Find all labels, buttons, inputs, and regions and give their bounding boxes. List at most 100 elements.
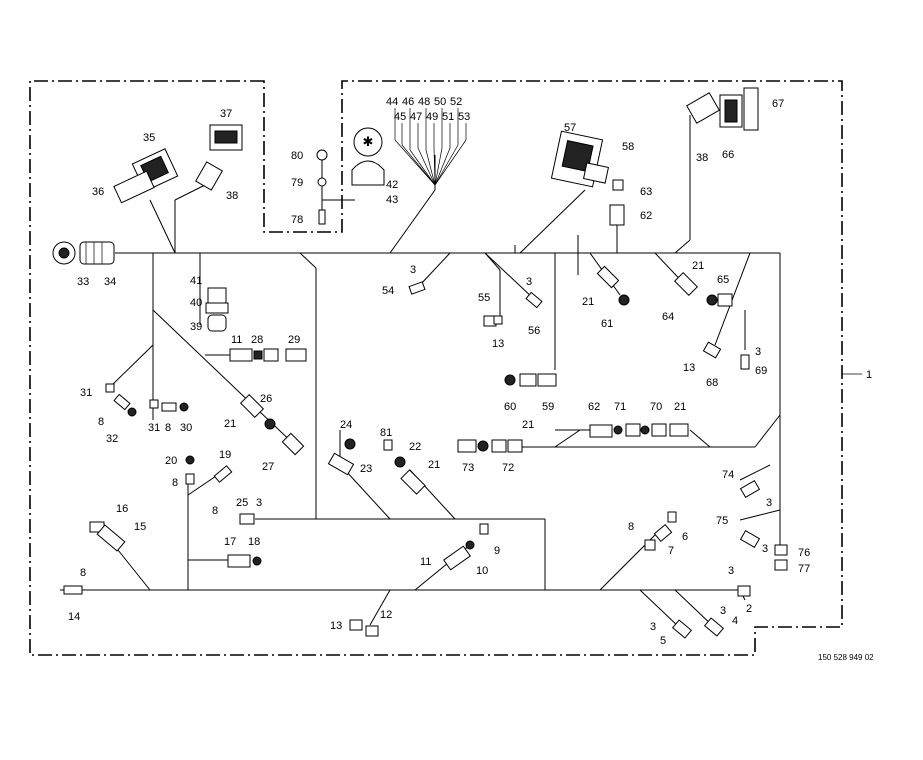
callout-3-e: 3 xyxy=(728,565,734,577)
connector-29 xyxy=(285,348,307,362)
callout-3-c: 3 xyxy=(755,346,761,358)
connector-17 xyxy=(227,554,251,568)
callout-21-b: 21 xyxy=(692,260,704,272)
connector-2 xyxy=(737,585,751,597)
connector-81 xyxy=(383,439,393,451)
callout-9: 9 xyxy=(494,545,500,557)
callout-41: 41 xyxy=(190,275,202,287)
callout-11-b: 11 xyxy=(420,556,431,568)
callout-32: 32 xyxy=(106,433,118,445)
callout-62-top: 62 xyxy=(640,210,652,222)
callout-13-a: 13 xyxy=(492,338,504,350)
washer-80 xyxy=(316,149,328,161)
drawing-number: 150 528 949 02 xyxy=(818,653,874,662)
connector-21-a xyxy=(596,265,620,289)
seal-20 xyxy=(185,455,195,465)
callout-5: 5 xyxy=(660,635,666,647)
connector-65-body xyxy=(717,293,733,307)
callout-leaders xyxy=(394,108,467,150)
callout-31-b: 31 xyxy=(148,422,160,434)
callout-15: 15 xyxy=(134,521,146,533)
connector-76 xyxy=(774,544,788,556)
symbol-42 xyxy=(353,127,383,157)
callout-44: 44 xyxy=(386,96,398,108)
connector-73 xyxy=(457,439,477,453)
callout-48: 48 xyxy=(418,96,430,108)
callout-79: 79 xyxy=(291,177,303,189)
callout-64: 64 xyxy=(662,311,674,323)
connector-7 xyxy=(653,523,673,543)
connector-9 xyxy=(479,523,489,535)
callout-24: 24 xyxy=(340,419,352,431)
connector-71 xyxy=(625,423,641,437)
seal-61 xyxy=(618,294,630,306)
callout-74: 74 xyxy=(722,469,734,481)
connector-21-b xyxy=(507,439,523,453)
connector-28 xyxy=(263,348,279,362)
callout-72: 72 xyxy=(502,462,514,474)
seal-18 xyxy=(252,556,262,566)
callout-36: 36 xyxy=(92,186,104,198)
seal-24 xyxy=(344,438,356,450)
connector-19 xyxy=(213,465,233,483)
callout-8-d: 8 xyxy=(212,505,218,517)
callout-70: 70 xyxy=(650,401,662,413)
callout-18: 18 xyxy=(248,536,260,548)
callout-57: 57 xyxy=(564,122,576,134)
connector-11-top xyxy=(229,348,253,362)
connector-25 xyxy=(239,513,255,525)
callout-33: 33 xyxy=(77,276,89,288)
callout-26: 26 xyxy=(260,393,272,405)
callout-67: 67 xyxy=(772,98,784,110)
seal-60 xyxy=(504,374,516,386)
callout-51: 51 xyxy=(442,111,454,123)
connector-14 xyxy=(63,585,83,595)
connector-21-row xyxy=(669,423,689,437)
callout-55: 55 xyxy=(478,292,490,304)
callout-43: 43 xyxy=(386,194,398,206)
connector-54 xyxy=(408,281,426,295)
callout-54: 54 xyxy=(382,285,394,297)
connector-70 xyxy=(651,423,667,437)
connector-5 xyxy=(671,619,693,639)
callout-69: 69 xyxy=(755,365,767,377)
terminal-fanout xyxy=(394,139,467,186)
callout-3-f: 3 xyxy=(720,605,726,617)
callout-8-b: 8 xyxy=(165,422,171,434)
callout-25: 25 xyxy=(236,497,248,509)
connector-69 xyxy=(740,354,750,370)
connector-59 xyxy=(537,373,557,387)
connector-75 xyxy=(739,529,761,549)
connector-13-low xyxy=(349,619,363,631)
callout-52: 52 xyxy=(450,96,462,108)
callout-38-right: 38 xyxy=(696,152,708,164)
callout-17: 17 xyxy=(224,536,236,548)
callout-20: 20 xyxy=(165,455,177,467)
connector-8-left xyxy=(113,393,131,411)
callout-6: 6 xyxy=(682,531,688,543)
connector-31-left xyxy=(105,383,115,393)
connector-62-row xyxy=(589,424,613,438)
callout-77: 77 xyxy=(798,563,810,575)
callout-22: 22 xyxy=(409,441,421,453)
callout-21-e: 21 xyxy=(224,418,236,430)
callout-78: 78 xyxy=(291,214,303,226)
callout-8-e: 8 xyxy=(80,567,86,579)
callout-8-f: 8 xyxy=(628,521,634,533)
connector-56 xyxy=(525,291,543,309)
connector-58 xyxy=(582,162,610,184)
callout-60: 60 xyxy=(504,401,516,413)
callout-29: 29 xyxy=(288,334,300,346)
callout-16: 16 xyxy=(116,503,128,515)
callout-59: 59 xyxy=(542,401,554,413)
callout-labels: 1 33 34 35 36 37 38 41 40 39 11 28 29 80… xyxy=(68,96,872,647)
connector-60-body xyxy=(519,373,537,387)
seal-65 xyxy=(706,294,718,306)
round-plug-34 xyxy=(79,241,115,265)
callout-21-d: 21 xyxy=(522,419,534,431)
callout-21-f: 21 xyxy=(428,459,440,471)
callout-21-a: 21 xyxy=(582,296,594,308)
connector-15 xyxy=(96,524,126,552)
